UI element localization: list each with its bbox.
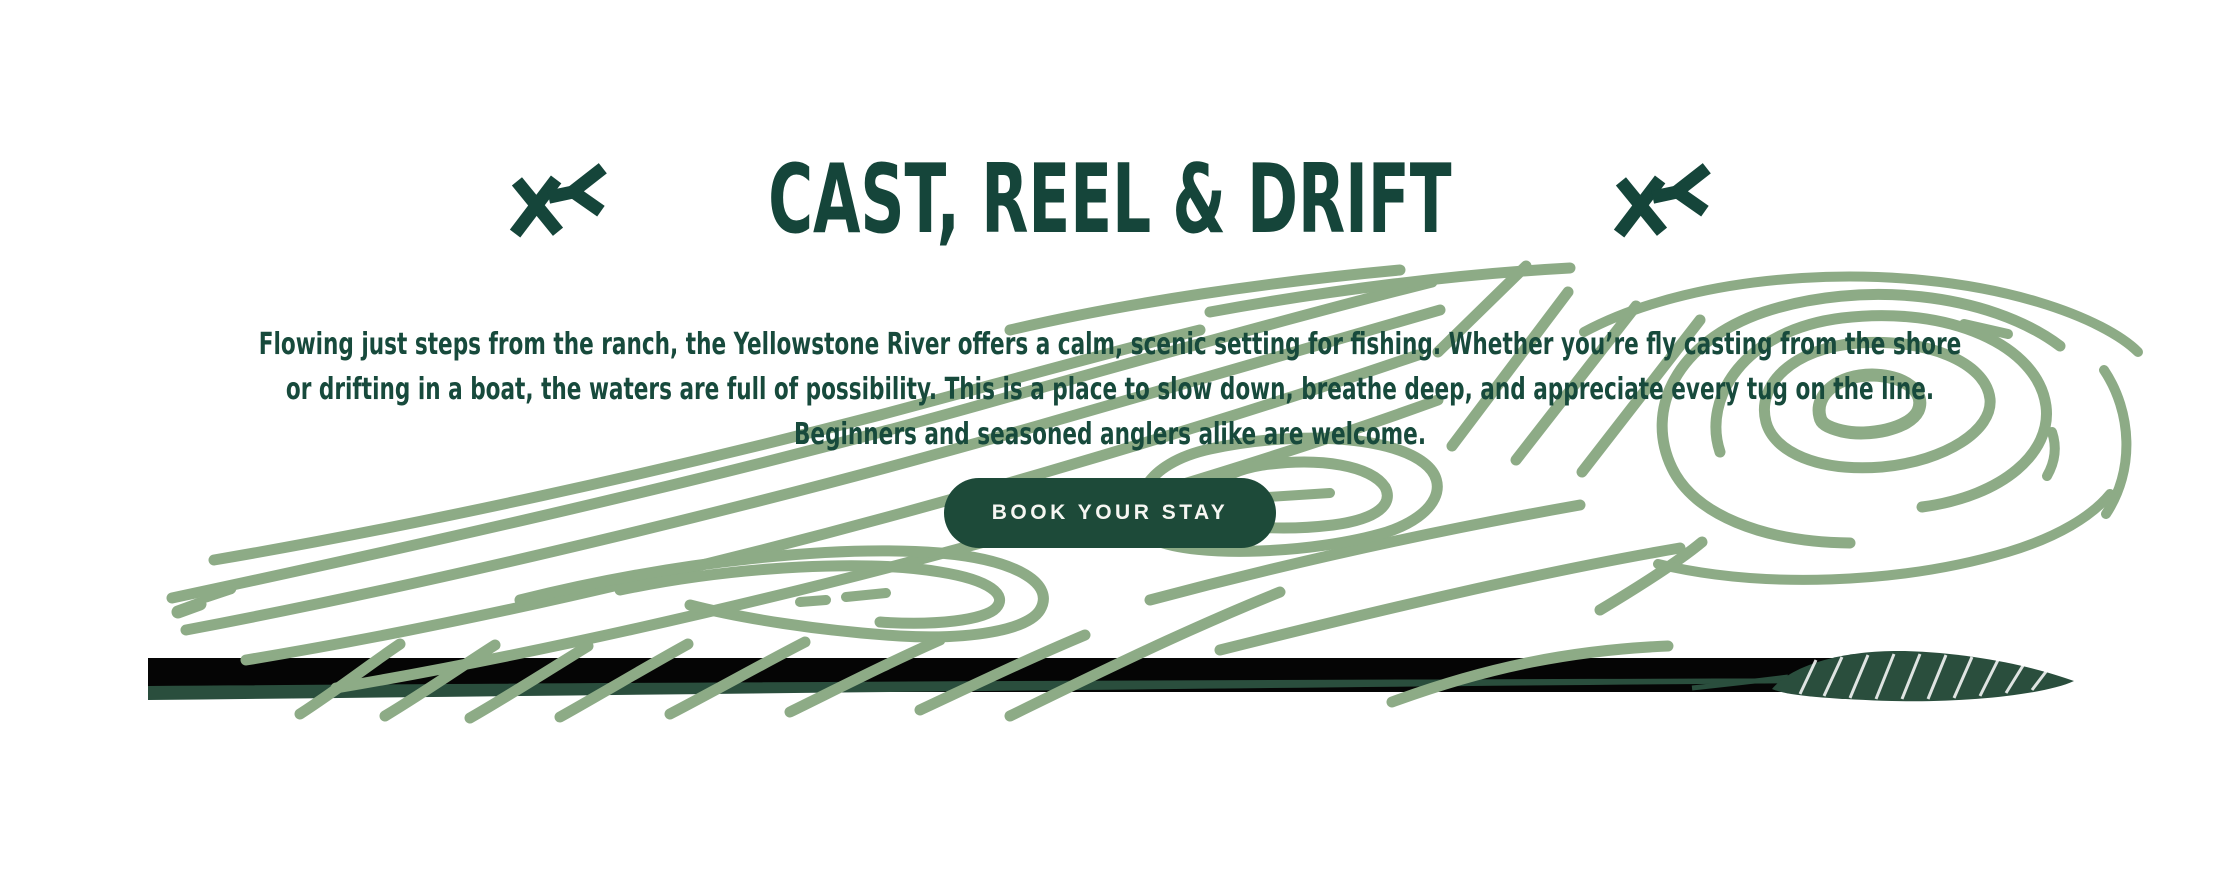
description-line-1: Flowing just steps from the ranch, the Y… xyxy=(258,327,1962,362)
fly-rod-x-icon xyxy=(1613,163,1711,238)
cta-row: BOOK YOUR STAY xyxy=(0,478,2220,548)
section-description: Flowing just steps from the ranch, the Y… xyxy=(0,322,2220,457)
description-line-2: or drifting in a boat, the waters are fu… xyxy=(285,372,1935,407)
book-your-stay-button[interactable]: BOOK YOUR STAY xyxy=(943,478,1277,548)
description-line-3: Beginners and seasoned anglers alike are… xyxy=(793,417,1427,452)
book-your-stay-label: BOOK YOUR STAY xyxy=(991,501,1229,524)
fly-rod-x-icon xyxy=(510,163,607,238)
section-heading-row: CAST, REEL & DRIFT xyxy=(0,143,2220,255)
feather-fly-icon xyxy=(1691,650,2074,702)
section-title: CAST, REEL & DRIFT xyxy=(768,143,1452,255)
fishing-rod-band xyxy=(148,658,1960,700)
